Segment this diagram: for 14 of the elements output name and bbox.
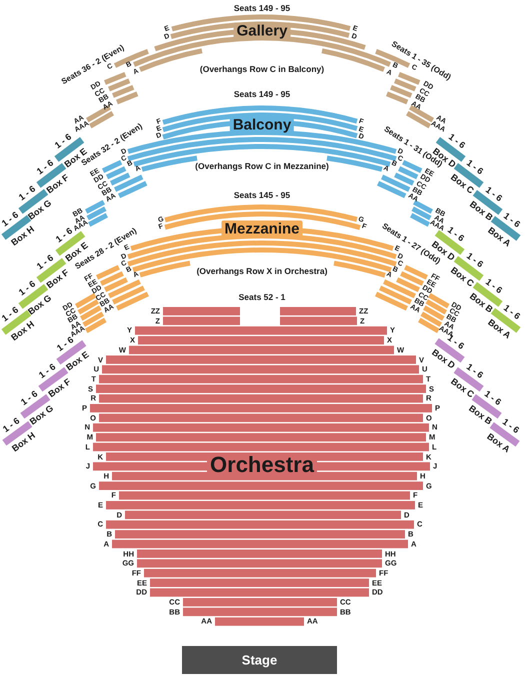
seat-range: 1 - 6 [446, 224, 467, 244]
seat-range: 1 - 6 [53, 225, 74, 244]
section-name: Stage [242, 654, 278, 666]
section-name: Gallery [234, 22, 290, 40]
box-name: Box E [64, 348, 90, 372]
seat-range: Seats 149 - 95 [234, 4, 290, 12]
seat-range: 1 - 6 [447, 131, 468, 150]
seat-range: Seats 149 - 95 [234, 90, 290, 98]
seat-range: Seats 52 - 1 [238, 292, 286, 302]
overhang-note: (Overhangs Row C in Balcony) [200, 64, 324, 74]
seat-range: 1 - 6 [52, 131, 73, 150]
stage-area [182, 646, 337, 674]
seat-range: Seats 145 - 95 [234, 190, 290, 200]
box-name: Box D [430, 346, 458, 370]
